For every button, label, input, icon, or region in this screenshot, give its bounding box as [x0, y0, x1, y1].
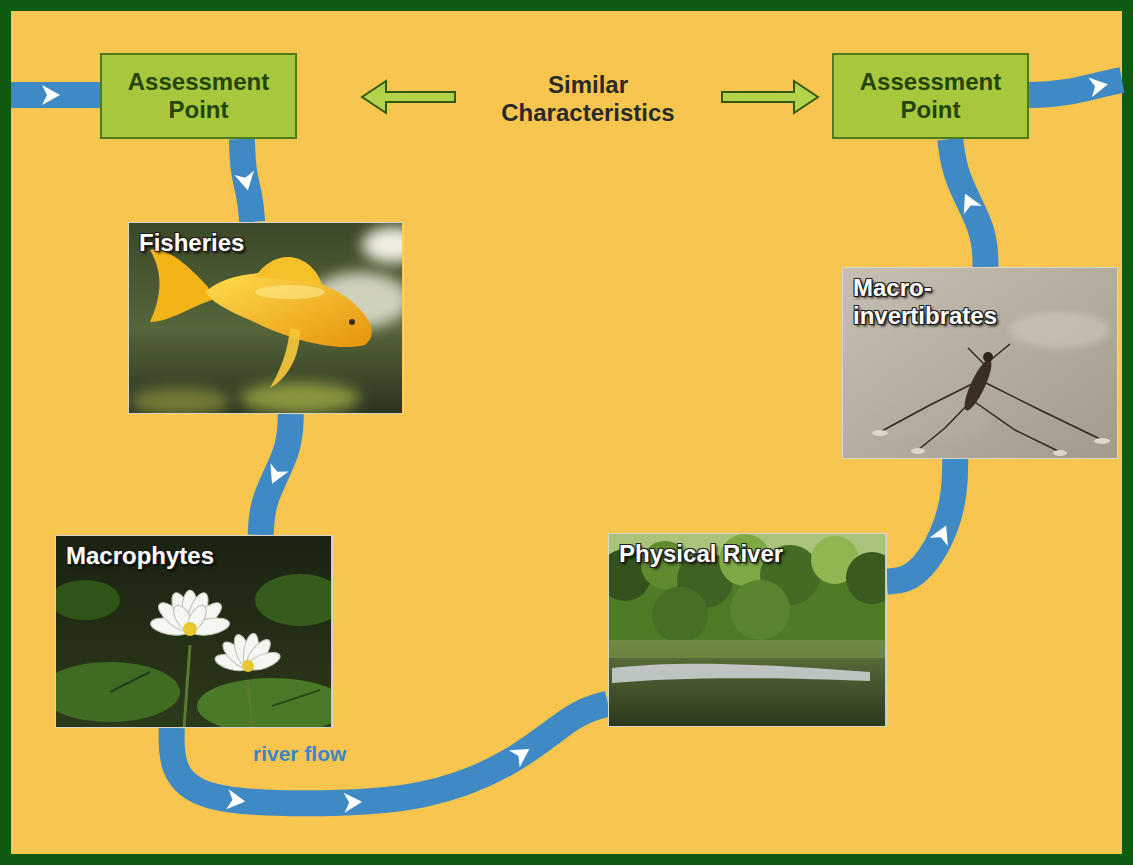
river-photo: [608, 533, 885, 727]
box-title: Assessment Point: [128, 68, 269, 123]
insect-photo-part: [842, 267, 1118, 459]
river-ends-part: [1088, 74, 1109, 97]
fish-photo-part: [270, 328, 300, 388]
fish-photo-part: [349, 319, 355, 325]
fish-photo-part: [240, 382, 360, 414]
photo-panel: Macro- invertibrates: [842, 267, 1118, 459]
photo-caption: Macro- invertibrates: [853, 274, 997, 329]
river-ends-part: [11, 82, 100, 108]
lily-photo-part: [255, 574, 331, 626]
flow-arrowhead: [226, 789, 246, 811]
insect-photo-part: [911, 448, 925, 454]
fish-photo-part: [255, 257, 322, 284]
lily-photo-part: [183, 622, 197, 636]
similarity-label: Similar Characteristics: [501, 71, 674, 126]
insect-photo-part: [872, 430, 888, 436]
photo-panel: Macrophytes: [55, 535, 333, 728]
photo-caption: Macrophytes: [66, 542, 322, 570]
river-ends-part: [42, 85, 60, 105]
river-photo-part: [652, 587, 708, 643]
assessment-box: Assessment Point: [100, 53, 297, 139]
insect-photo-part: [983, 352, 993, 362]
insect-photo-part: [960, 357, 996, 414]
river-photo-part: [608, 533, 885, 727]
insect-photo-part-part: [968, 348, 984, 364]
lily-photo-part: [110, 672, 150, 692]
lily-photo-part: [55, 662, 180, 722]
river-group: [261, 414, 291, 535]
flow-arrowhead: [930, 521, 956, 546]
photo-caption: Fisheries: [139, 229, 393, 257]
similarity-arrows-part: [722, 81, 818, 113]
river-connector: [887, 459, 955, 582]
fish-photo-part: [150, 249, 212, 322]
river-connector: [950, 139, 985, 267]
river-connector: [261, 414, 291, 535]
edge-label: river flow: [250, 742, 349, 766]
lily-photo-part: [184, 645, 190, 728]
lily-photo-part: [248, 680, 252, 728]
box-title: Assessment Point: [860, 68, 1001, 123]
fish-photo-part: [255, 285, 325, 299]
photo-panel: Physical River: [608, 533, 887, 727]
label-holder: Similar Characteristics: [463, 71, 713, 126]
similarity-arrows-part: [362, 81, 455, 113]
lily-photo-part: [242, 660, 254, 672]
fish-photo-part: [130, 388, 230, 414]
lily-photo-part: [149, 590, 282, 674]
flow-arrowhead: [344, 792, 363, 813]
river-photo-part: [608, 575, 885, 645]
fish-photo: [128, 222, 402, 414]
river-ends-part: [1029, 80, 1122, 95]
lily-photo-part: [55, 580, 120, 620]
insect-photo-part-part: [972, 400, 1060, 452]
flow-arrowhead: [509, 741, 535, 768]
insect-photo-part: [1094, 438, 1110, 444]
orange-ground: [11, 11, 1122, 854]
insect-photo-part: [880, 344, 1102, 452]
fish-photo-part: [362, 227, 402, 263]
edge-label-holder: river flow: [250, 742, 349, 766]
river-group: [887, 459, 955, 582]
insect-photo: [842, 267, 1118, 459]
insect-photo-part: [1053, 450, 1067, 456]
fish-photo-part: [205, 273, 372, 347]
insect-photo-part: [1010, 312, 1110, 348]
river-photo-part: [730, 580, 790, 640]
river-photo-part: [608, 640, 885, 727]
lily-photo-part: [272, 690, 320, 706]
river-photo-part: [612, 664, 870, 683]
lily-photo: [55, 535, 331, 728]
river-photo-part: [608, 640, 885, 658]
insect-photo-part-part: [980, 380, 1102, 440]
insect-photo-part-part: [918, 400, 972, 450]
river-group: [950, 139, 985, 267]
lily-photo-part: [197, 678, 331, 728]
river-photo-part: [846, 552, 885, 604]
flow-arrowhead: [263, 463, 289, 488]
photo-panel: Fisheries: [128, 222, 404, 414]
flow-arrowhead: [956, 189, 982, 214]
fish-photo-part: [128, 222, 402, 414]
photo-caption: Physical River: [619, 540, 876, 568]
assessment-box: Assessment Point: [832, 53, 1029, 139]
flow-arrowhead: [234, 171, 257, 193]
river-group: [234, 139, 257, 222]
